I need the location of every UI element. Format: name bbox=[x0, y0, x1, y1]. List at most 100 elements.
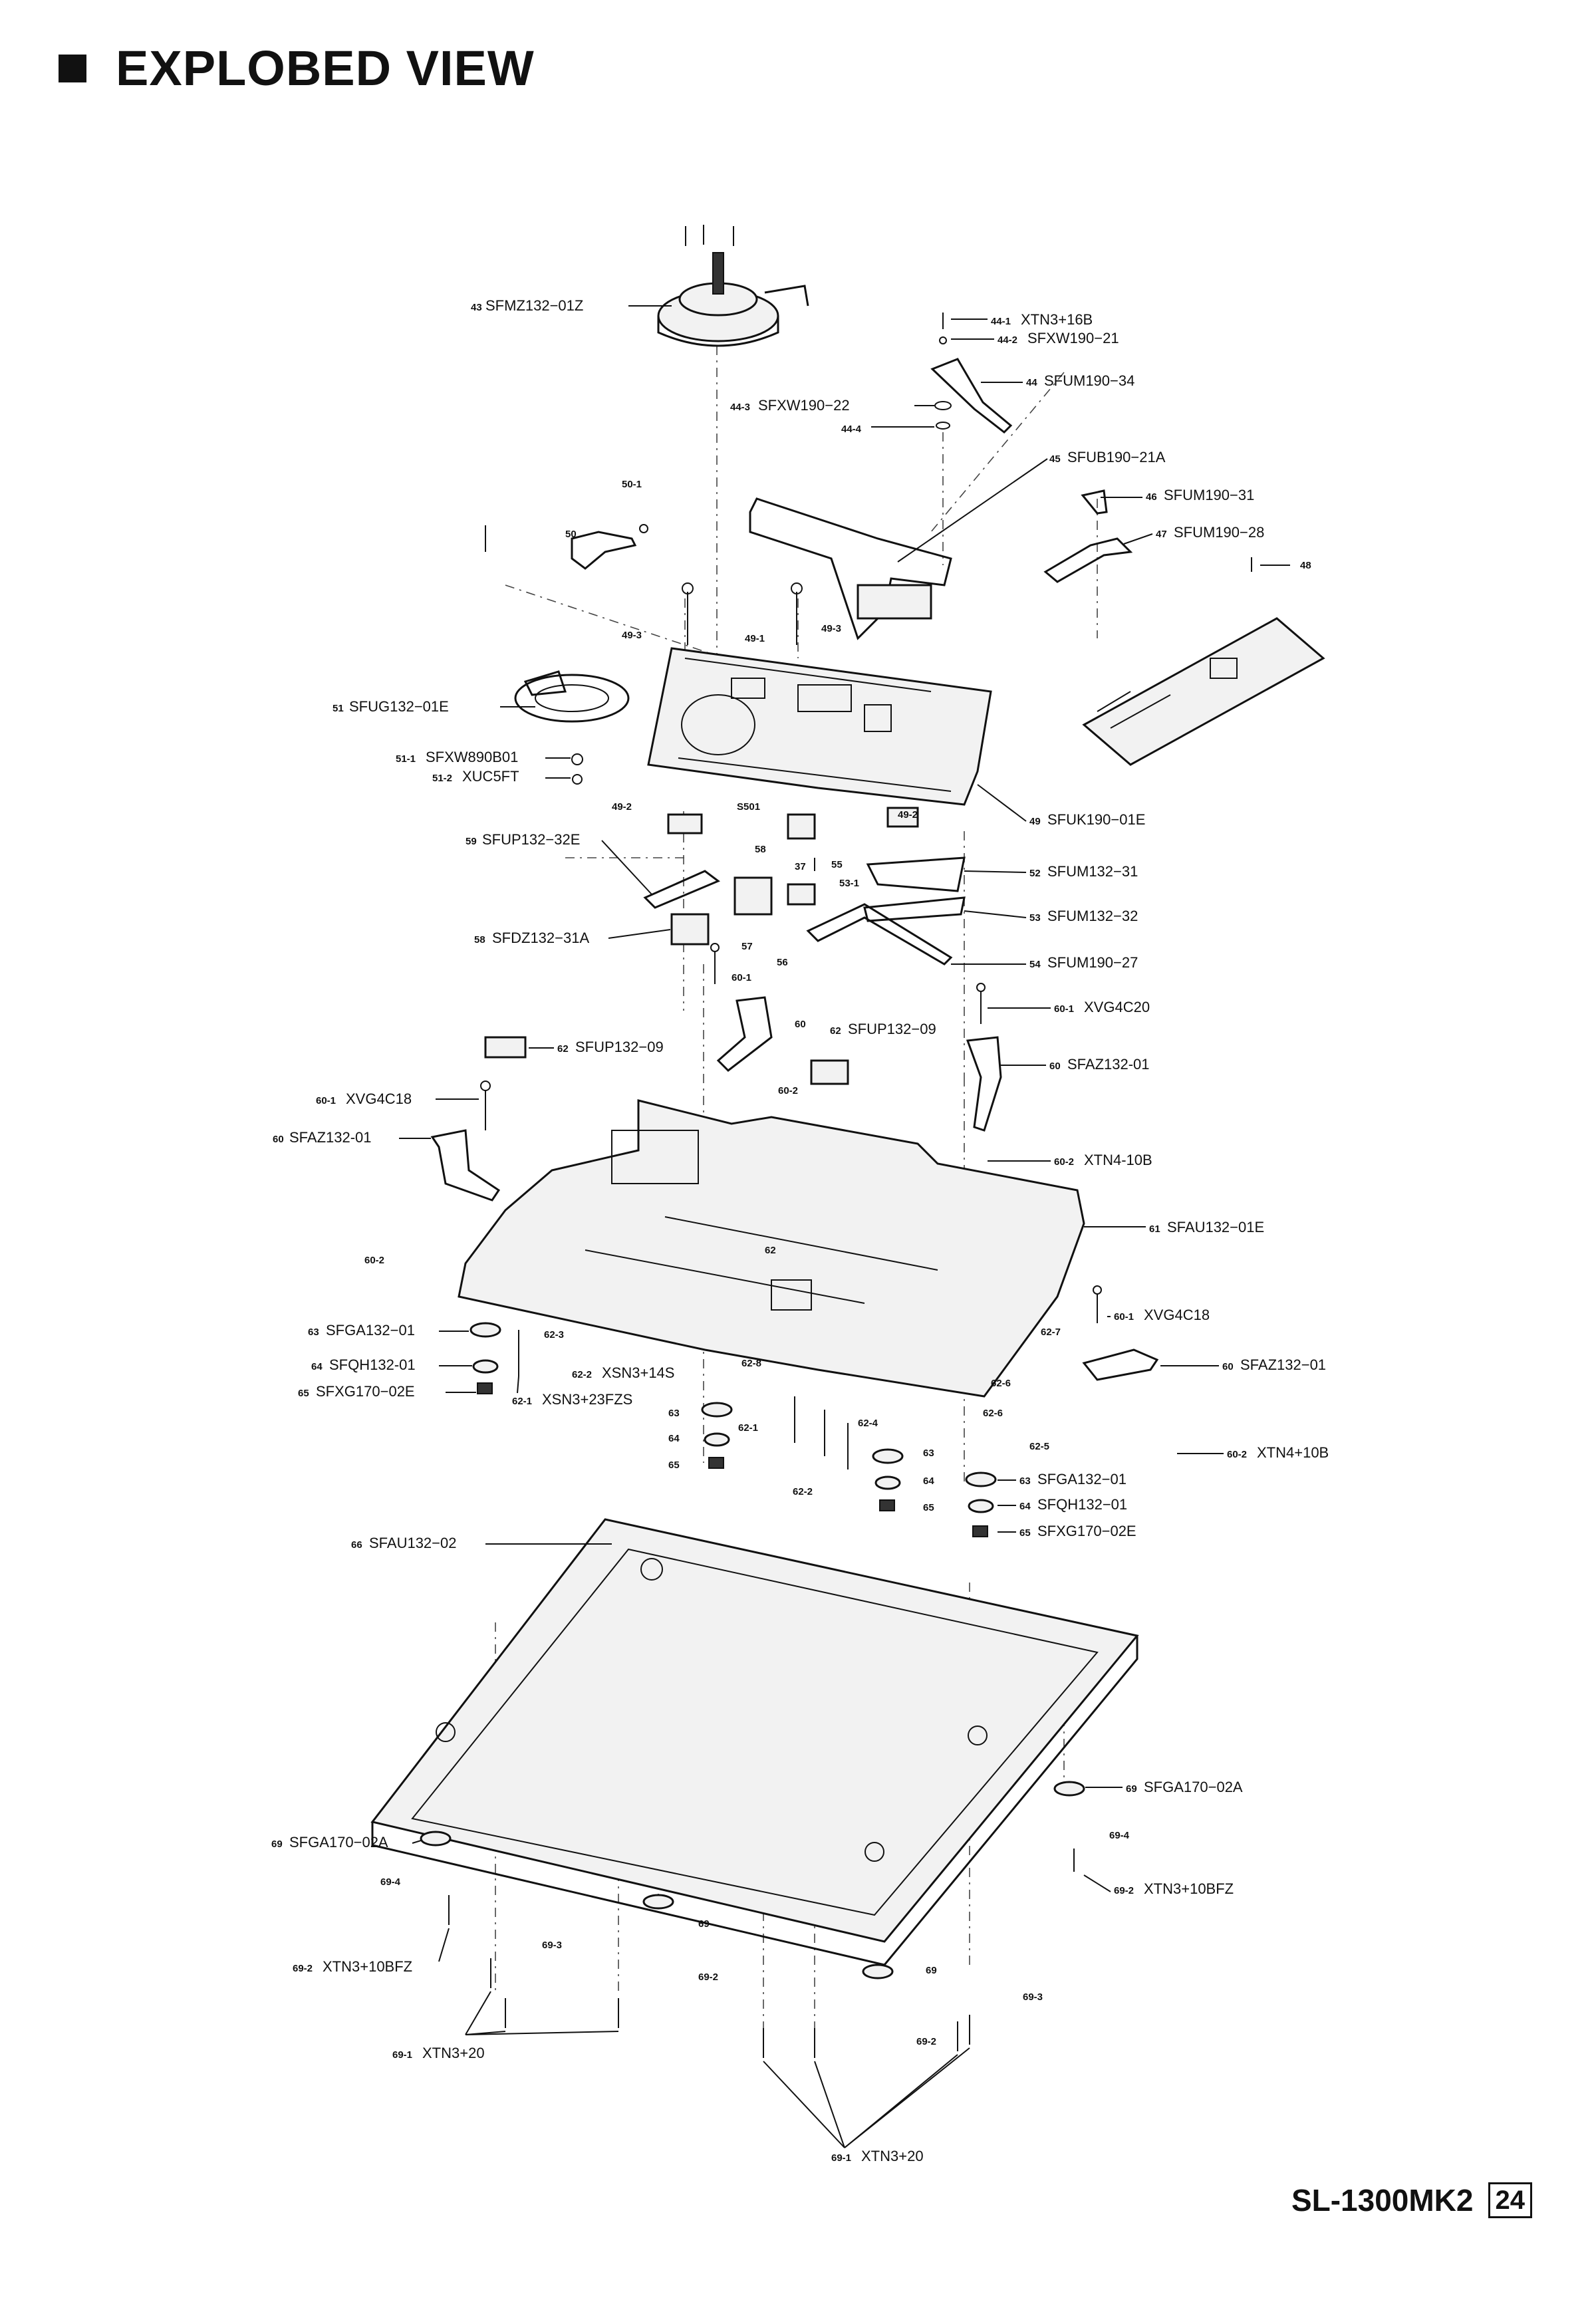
callout-51-number: 51 bbox=[332, 703, 344, 714]
callout-60-small-number: 60 bbox=[795, 1019, 806, 1030]
callout-69-3a-number: 69-3 bbox=[542, 1940, 562, 1951]
callout-63a: SFGA132−01 bbox=[326, 1322, 415, 1339]
callout-63b-number: 63 bbox=[923, 1448, 934, 1459]
callout-60a-number: 60 bbox=[1049, 1061, 1061, 1072]
callout-62-1b-number: 62-1 bbox=[738, 1422, 758, 1434]
callout-61-number: 61 bbox=[1149, 1223, 1160, 1235]
callout-69-small1-number: 69 bbox=[698, 1918, 710, 1930]
callout-64c: SFQH132−01 bbox=[1037, 1496, 1127, 1513]
callout-69-1a-number: 69-1 bbox=[392, 2049, 412, 2061]
callout-62-4-number: 62-4 bbox=[858, 1418, 878, 1429]
callout-44-1-number: 44-1 bbox=[991, 316, 1011, 327]
callout-69-1a: XTN3+20 bbox=[422, 2045, 485, 2061]
callout-56-number: 56 bbox=[777, 957, 788, 968]
cabinet-frame-66-part bbox=[370, 1518, 1139, 1966]
callout-69-4b-number: 69-4 bbox=[380, 1876, 401, 1888]
callout-62-3-number: 62-3 bbox=[544, 1329, 564, 1340]
part-callouts: SFMZ132−01Z 43 XTN3+16B 44-1 SFXW190−21 … bbox=[271, 297, 1329, 2164]
callout-63c-number: 63 bbox=[1019, 1475, 1031, 1487]
gear-51-part bbox=[514, 670, 630, 785]
callout-64a-number: 64 bbox=[311, 1361, 323, 1372]
callout-44-1: XTN3+16B bbox=[1021, 311, 1093, 328]
callout-57-number: 57 bbox=[741, 941, 753, 952]
callout-69a: SFGA170−02A bbox=[1144, 1779, 1243, 1795]
callout-44-3: SFXW190−22 bbox=[758, 397, 850, 414]
callout-46-number: 46 bbox=[1146, 491, 1157, 503]
callout-60-1d: XVG4C18 bbox=[1144, 1307, 1210, 1323]
callout-69-2c-number: 69-2 bbox=[698, 1972, 718, 1983]
callout-44-2-number: 44-2 bbox=[998, 334, 1017, 346]
callout-63c: SFGA132−01 bbox=[1037, 1471, 1127, 1487]
callout-62-1: XSN3+23FZS bbox=[542, 1391, 632, 1408]
callout-44-4-number: 44-4 bbox=[841, 424, 862, 435]
callout-47: SFUM190−28 bbox=[1174, 524, 1264, 541]
callout-62-7-number: 62-7 bbox=[1041, 1327, 1061, 1338]
callout-64a: SFQH132-01 bbox=[329, 1356, 416, 1373]
callout-49-2a-number: 49-2 bbox=[612, 801, 632, 813]
callout-51-2-number: 51-2 bbox=[432, 773, 452, 784]
callout-46: SFUM190−31 bbox=[1164, 487, 1254, 503]
main-chassis-49-part bbox=[647, 582, 992, 806]
callout-62-6a-number: 62-6 bbox=[991, 1378, 1011, 1389]
callout-58-small-number: 58 bbox=[755, 844, 766, 855]
callout-64-small-number: 64 bbox=[668, 1433, 680, 1444]
callout-69-3b-number: 69-3 bbox=[1023, 1991, 1043, 2003]
callout-60-2d-number: 60-2 bbox=[1227, 1449, 1247, 1460]
page-title: EXPLOBED VIEW bbox=[116, 41, 535, 96]
callout-43-number: 43 bbox=[471, 302, 482, 313]
pc-board-part bbox=[1082, 617, 1325, 766]
callout-66-number: 66 bbox=[351, 1539, 362, 1551]
callout-51-1-number: 51-1 bbox=[396, 753, 416, 765]
callout-60-1b-number: 60-1 bbox=[1054, 1003, 1074, 1015]
callout-60-1c-number: 60-1 bbox=[316, 1095, 336, 1106]
bullet-square-icon bbox=[59, 54, 86, 82]
callout-44: SFUM190−34 bbox=[1044, 372, 1134, 389]
callout-60c-number: 60 bbox=[1222, 1361, 1234, 1372]
callout-53: SFUM132−32 bbox=[1047, 908, 1138, 924]
levers-46-47-part bbox=[1043, 489, 1252, 583]
callout-51-2: XUC5FT bbox=[462, 768, 519, 785]
bracket-45-part bbox=[749, 497, 952, 640]
callout-59: SFUP132−32E bbox=[482, 831, 580, 848]
callout-44-2: SFXW190−21 bbox=[1027, 330, 1119, 346]
callout-62-6b-number: 62-6 bbox=[983, 1408, 1003, 1419]
callout-62-8-number: 62-8 bbox=[741, 1358, 761, 1369]
callout-51-1: SFXW890B01 bbox=[426, 749, 518, 765]
callout-48-number: 48 bbox=[1300, 560, 1311, 571]
base-plate-61-part bbox=[458, 1099, 1085, 1398]
callout-60a: SFAZ132-01 bbox=[1067, 1056, 1150, 1073]
callout-62b: SFUP132−09 bbox=[848, 1021, 936, 1037]
callout-49-number: 49 bbox=[1029, 816, 1041, 827]
page-number: 24 bbox=[1488, 2182, 1532, 2218]
callout-62-1-number: 62-1 bbox=[512, 1396, 532, 1407]
lever-44-part bbox=[930, 313, 1013, 434]
callout-69-2b: XTN3+10BFZ bbox=[323, 1958, 412, 1975]
callout-60-1c: XVG4C18 bbox=[346, 1090, 412, 1107]
callout-64c-number: 64 bbox=[1019, 1501, 1031, 1512]
callout-60b: SFAZ132-01 bbox=[289, 1129, 372, 1146]
callout-49-3a-number: 49-3 bbox=[622, 630, 642, 641]
callout-69-2a: XTN3+10BFZ bbox=[1144, 1880, 1234, 1897]
callout-44-3-number: 44-3 bbox=[730, 402, 750, 413]
callout-60-1d-number: 60-1 bbox=[1114, 1311, 1134, 1323]
callout-69-1b: XTN3+20 bbox=[861, 2148, 924, 2164]
callout-63-small-number: 63 bbox=[668, 1408, 680, 1419]
callout-S501-number: S501 bbox=[737, 801, 760, 813]
page-footer: SL-1300MK2 24 bbox=[1291, 2182, 1532, 2218]
callout-49-3b-number: 49-3 bbox=[821, 623, 841, 634]
callout-58: SFDZ132−31A bbox=[492, 930, 589, 946]
callout-60c: SFAZ132−01 bbox=[1240, 1356, 1326, 1373]
callout-69-small2-number: 69 bbox=[926, 1965, 937, 1976]
callout-54-number: 54 bbox=[1029, 959, 1041, 970]
switch-and-brackets-part bbox=[667, 807, 919, 840]
solenoid-linkage-part bbox=[643, 856, 966, 965]
callout-64b-number: 64 bbox=[923, 1475, 934, 1487]
callout-60-2d: XTN4+10B bbox=[1257, 1444, 1329, 1461]
callout-55-number: 55 bbox=[831, 859, 843, 870]
model-number: SL-1300MK2 bbox=[1291, 2183, 1474, 2218]
callout-54: SFUM190−27 bbox=[1047, 954, 1138, 971]
callout-66: SFAU132−02 bbox=[369, 1535, 456, 1551]
callout-60-2b: XTN4-10B bbox=[1084, 1152, 1152, 1168]
leader-lines bbox=[399, 305, 1290, 2148]
